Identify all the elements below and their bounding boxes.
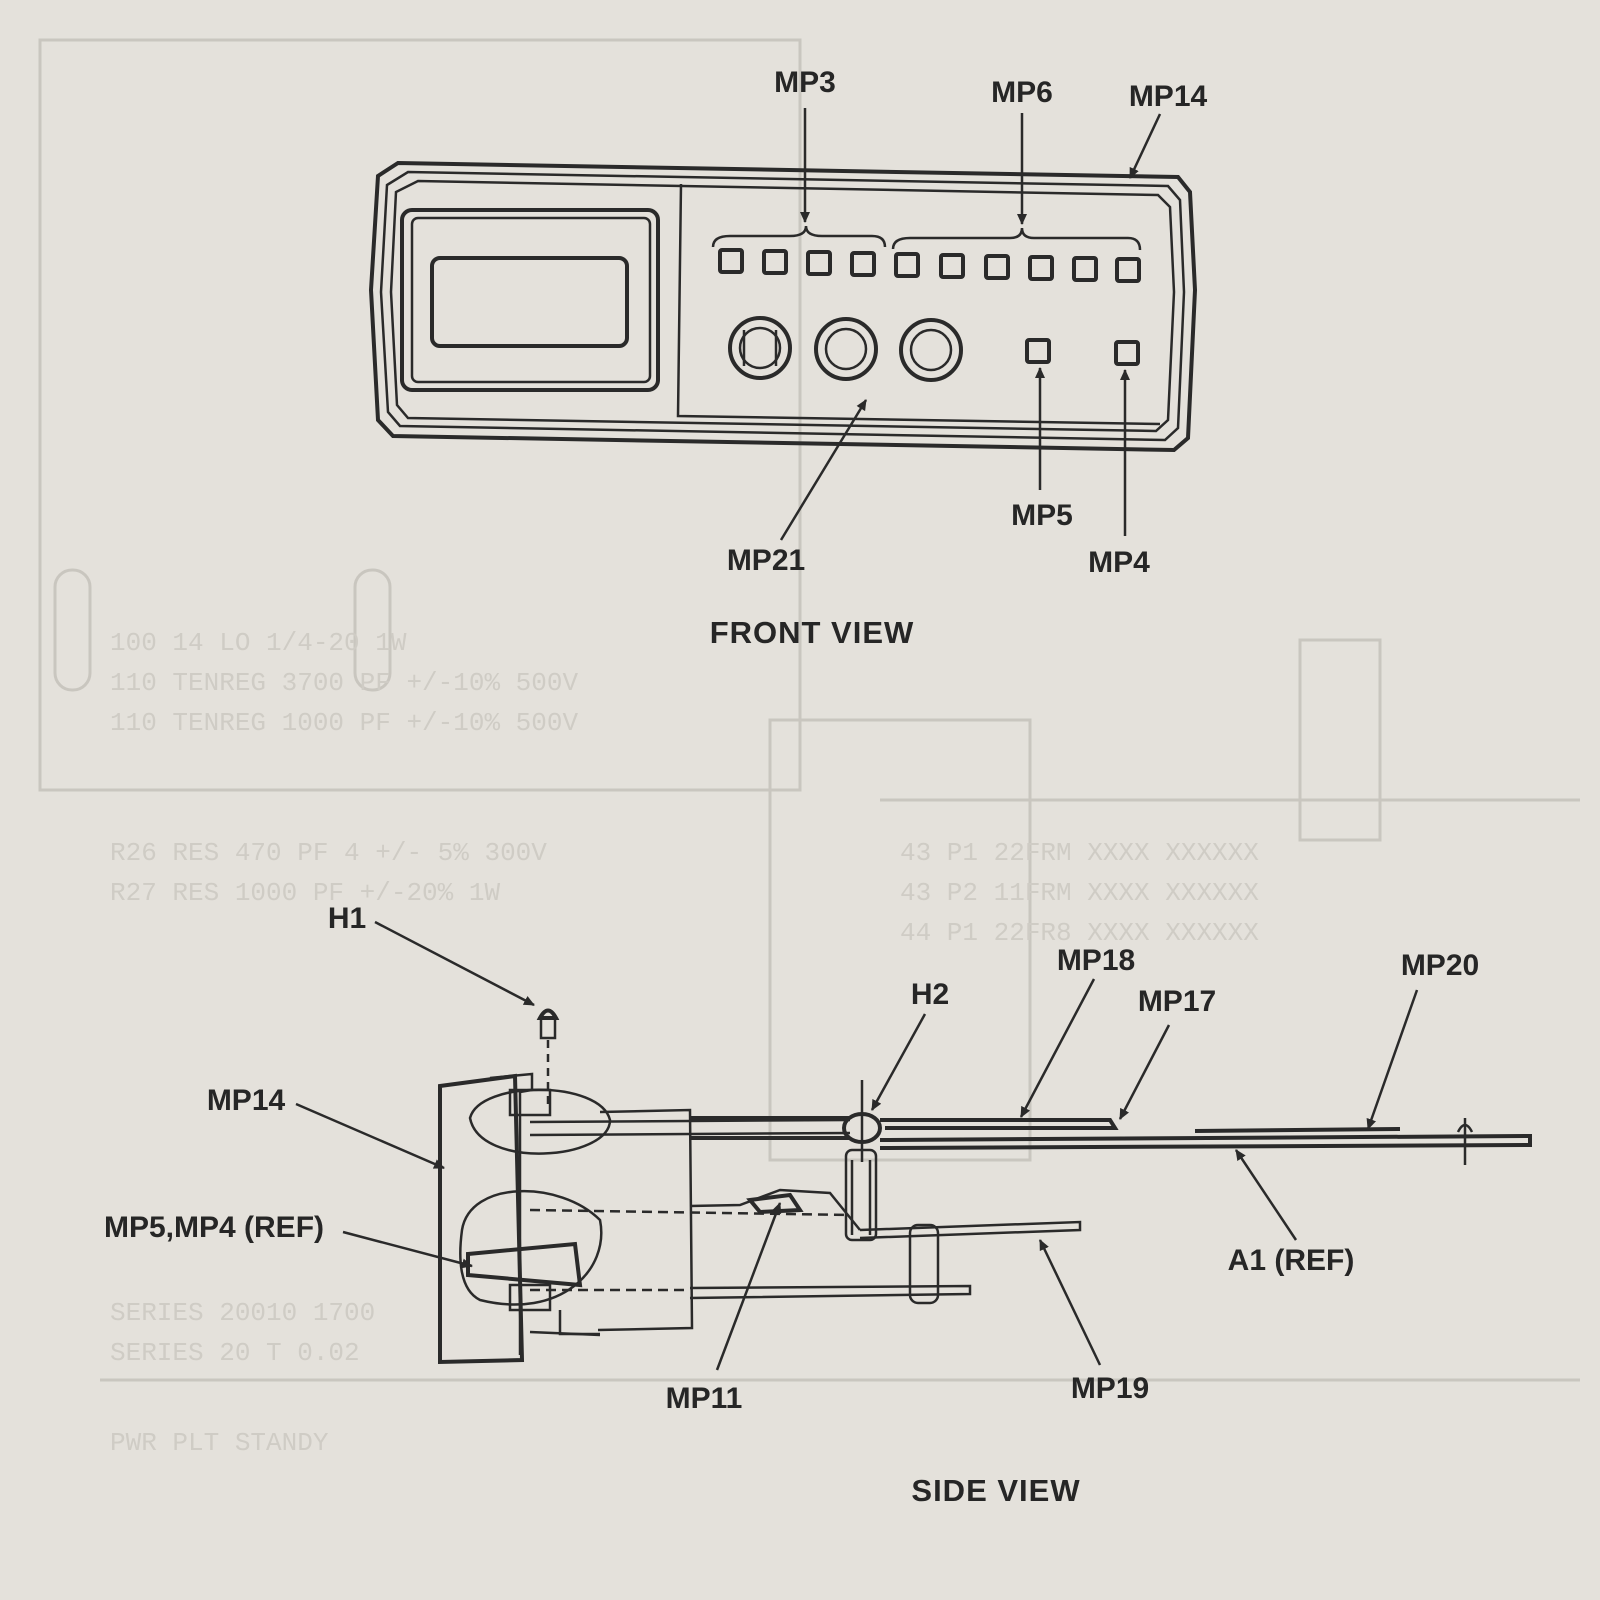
label-mp19: MP19 xyxy=(1071,1372,1149,1405)
front-button-5 xyxy=(894,252,920,278)
svg-text:110 TENREG 3700 PF +/-10% 500: 110 TENREG 3700 PF +/-10% 500V xyxy=(110,668,578,698)
svg-text:R26 RES 470 PF 4 +/- 5% 300V: R26 RES 470 PF 4 +/- 5% 300V xyxy=(110,838,547,868)
front-button-3 xyxy=(806,250,832,276)
label-h2: H2 xyxy=(911,978,949,1011)
connector-row xyxy=(728,316,1140,382)
label-mp21: MP21 xyxy=(727,544,805,577)
label-mp4: MP4 xyxy=(1088,546,1150,579)
label-mp11: MP11 xyxy=(666,1382,743,1415)
svg-text:43 P1 22FRM XXXX XXXXXX: 43 P1 22FRM XXXX XXXXXX xyxy=(900,838,1259,868)
front-button-1 xyxy=(718,248,744,274)
board-a1 xyxy=(690,1118,1532,1165)
button-row xyxy=(718,248,1141,283)
front-connector-2 xyxy=(814,317,878,381)
front-switch-mp5 xyxy=(1025,338,1051,364)
label-mp17: MP17 xyxy=(1138,985,1216,1018)
screw-h1 xyxy=(536,1008,560,1110)
svg-text:SERIES 20 T 0.02: SERIES 20 T 0.02 xyxy=(110,1338,360,1368)
label-mp5-mp4-ref: MP5,MP4 (REF) xyxy=(104,1211,324,1244)
front-button-6 xyxy=(939,253,965,279)
side-view: H1 H2 MP14 MP5,MP4 (REF) MP18 MP17 MP20 … xyxy=(104,902,1532,1508)
chassis-housing xyxy=(529,1108,851,1337)
front-panel-profile xyxy=(438,1072,612,1365)
label-mp3: MP3 xyxy=(774,66,836,99)
label-h1: H1 xyxy=(328,902,366,935)
svg-text:110 TENREG 1000 PF +/-10% 500: 110 TENREG 1000 PF +/-10% 500V xyxy=(110,708,578,738)
label-mp20: MP20 xyxy=(1401,949,1479,982)
svg-text:R27 RES 1000 PF +/-20% 1W: R27 RES 1000 PF +/-20% 1W xyxy=(110,878,500,908)
svg-text:SERIES 20010 1700: SERIES 20010 1700 xyxy=(110,1298,375,1328)
front-connector-3 xyxy=(899,318,963,382)
front-button-4 xyxy=(850,251,876,277)
label-mp5: MP5 xyxy=(1011,499,1073,532)
bleed-through-background: 100 14 LO 1/4-20 1W 110 TENREG 3700 PF +… xyxy=(38,38,1580,1458)
svg-text:100 14 LO 1/4-20 1W: 100 14 LO 1/4-20 1W xyxy=(110,628,407,658)
svg-text:PWR PLT STANDY: PWR PLT STANDY xyxy=(110,1428,329,1458)
label-mp14-side: MP14 xyxy=(207,1084,286,1117)
front-button-8 xyxy=(1028,255,1054,281)
front-view-title: FRONT VIEW xyxy=(710,615,915,650)
front-switch-mp4 xyxy=(1114,340,1140,366)
front-panel-body xyxy=(368,160,1198,453)
front-view-callouts xyxy=(711,108,1162,541)
front-connector-1 xyxy=(728,316,792,380)
svg-text:44 P1 22FR8 XXXX XXXXXX: 44 P1 22FR8 XXXX XXXXXX xyxy=(900,918,1259,948)
label-mp18: MP18 xyxy=(1057,944,1135,977)
svg-text:43 P2 11FRM XXXX XXXXXX: 43 P2 11FRM XXXX XXXXXX xyxy=(900,878,1259,908)
side-view-title: SIDE VIEW xyxy=(911,1473,1080,1508)
front-button-10 xyxy=(1115,257,1141,283)
bracket-mp11-mp19 xyxy=(689,1188,1082,1305)
front-button-2 xyxy=(762,249,788,275)
standoff-h2 xyxy=(842,1080,882,1242)
front-button-9 xyxy=(1072,256,1098,282)
side-view-callouts xyxy=(295,920,1419,1371)
front-button-7 xyxy=(984,254,1010,280)
label-mp14-front: MP14 xyxy=(1129,80,1208,113)
label-mp6: MP6 xyxy=(991,76,1053,109)
label-a1-ref: A1 (REF) xyxy=(1228,1244,1355,1277)
front-view: MP3 MP6 MP14 MP21 MP5 MP4 FRONT VIEW xyxy=(368,66,1208,650)
board-mp18 xyxy=(690,1116,1119,1130)
display-window xyxy=(400,208,660,392)
